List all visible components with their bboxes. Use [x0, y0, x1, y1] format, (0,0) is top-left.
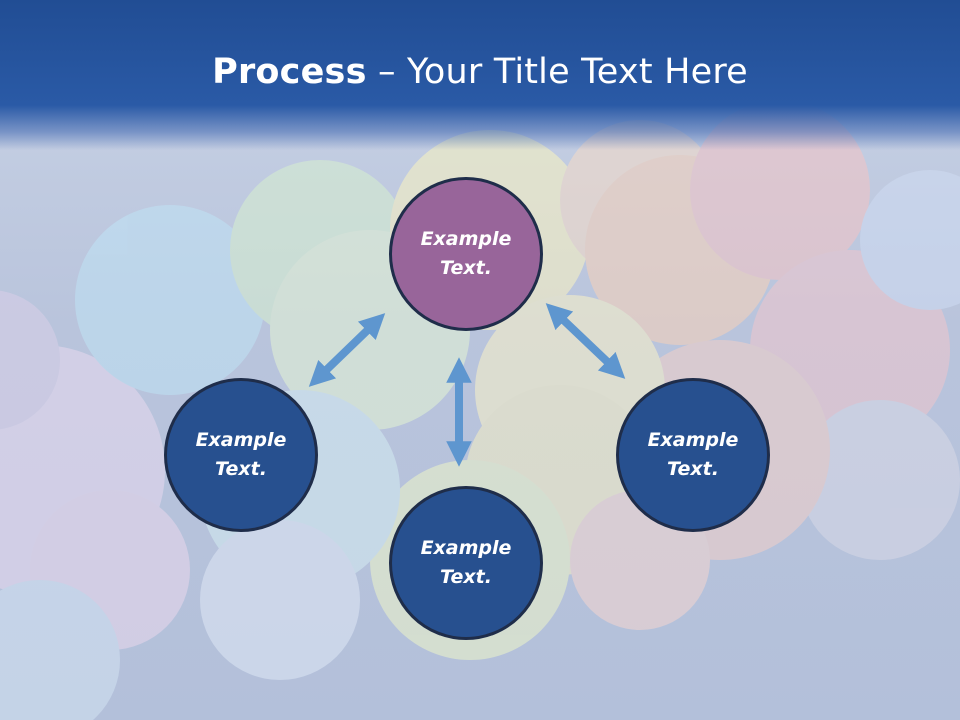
- title-rest: – Your Title Text Here: [366, 52, 748, 92]
- arrow-top-right: [545, 303, 626, 379]
- node-left-line1: Example: [195, 429, 287, 451]
- node-top-line1: Example: [420, 228, 512, 250]
- title-bar: Process – Your Title Text Here: [0, 0, 960, 150]
- slide-title: Process – Your Title Text Here: [0, 52, 960, 92]
- title-bold: Process: [212, 52, 367, 92]
- arrow-left-top: [308, 313, 386, 387]
- node-right-line2: Text.: [667, 458, 719, 480]
- node-right-line1: Example: [647, 429, 739, 451]
- node-top-line2: Text.: [440, 257, 492, 279]
- node-left-line2: Text.: [215, 458, 267, 480]
- node-bottom-line1: Example: [420, 537, 512, 559]
- node-bottom-line2: Text.: [440, 566, 492, 588]
